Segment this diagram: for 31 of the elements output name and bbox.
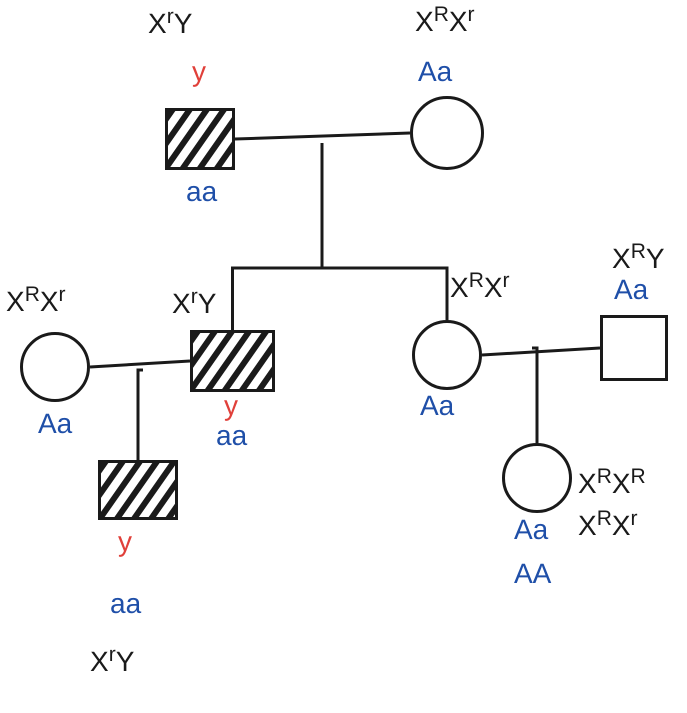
genotype-label: X$^{R}$X$^{r}$ [6, 288, 66, 316]
genotype-label: Aa [38, 410, 72, 438]
genotype-label: X$^{R}$X$^{R}$ [578, 470, 646, 498]
pedigree-line [234, 132, 410, 140]
genotype-label: Aa [514, 516, 548, 544]
affected-male-square [165, 108, 235, 170]
genotype-label: y [224, 392, 238, 420]
genotype-label: X$^{r}$Y [172, 290, 216, 318]
pedigree-line [90, 360, 190, 368]
pedigree-line [320, 143, 448, 320]
genotype-label: y [192, 58, 206, 86]
genotype-label: Aa [614, 276, 648, 304]
genotype-label: aa [216, 422, 248, 450]
pedigree-line [530, 346, 538, 443]
genotype-label: Aa [418, 58, 452, 86]
affected-male-square [98, 460, 178, 520]
affected-male-square [190, 330, 275, 392]
genotype-label: X$^{r}$Y [90, 648, 134, 676]
genotype-label: AA [514, 560, 552, 588]
genotype-label: X$^{R}$X$^{r}$ [415, 8, 475, 36]
pedigree-line [136, 368, 144, 460]
genotype-label: X$^{R}$Y [612, 245, 665, 273]
genotype-label: Aa [420, 392, 454, 420]
male-square [600, 315, 668, 381]
genotype-label: aa [110, 590, 142, 618]
genotype-label: X$^{R}$X$^{r}$ [450, 274, 510, 302]
genotype-label: y [118, 528, 132, 556]
genotype-label: X$^{R}$X$^{r}$ [578, 512, 638, 540]
genotype-label: aa [186, 178, 218, 206]
pedigree-line [482, 346, 600, 356]
genotype-label: X$^{r}$Y [148, 10, 192, 38]
